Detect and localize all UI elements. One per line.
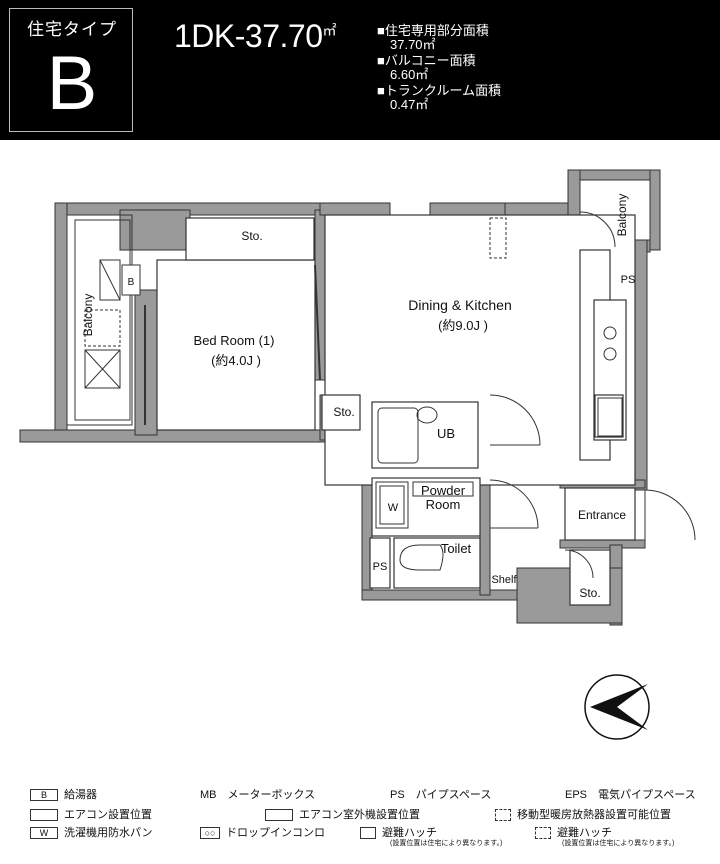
- label-dining: Dining & Kitchen: [408, 297, 512, 313]
- doors: [144, 211, 696, 579]
- legend-hatch1-note: (設置位置は住宅により異なります。): [390, 840, 503, 847]
- legend-ac-symbol: [30, 809, 58, 822]
- label-bedroom: Bed Room (1): [194, 333, 275, 348]
- unit-size-unit: ㎡: [322, 22, 336, 39]
- label-dining-size: (約9.0J ): [438, 318, 488, 333]
- legend-heater-symbol: [495, 809, 511, 822]
- legend-ps-label: パイプスペース: [415, 789, 492, 801]
- legend-eps-code: EPS: [565, 789, 588, 801]
- spec-trunk-label: ■トランクルーム面積: [377, 83, 502, 98]
- legend-mb-code: MB: [200, 789, 217, 801]
- legend-ps: PS パイプスペース: [390, 786, 491, 802]
- legend-hatch1-symbol: [360, 827, 376, 840]
- legend-hatch2-label: 避難ハッチ: [557, 827, 612, 839]
- header-band: 住宅タイプ B 1DK-37.70㎡ ■住宅専用部分面積 37.70㎡ ■バルコ…: [0, 0, 720, 140]
- legend-eps-label: 電気パイプスペース: [598, 789, 696, 801]
- legend-w-label: 洗濯機用防水パン: [64, 827, 153, 839]
- legend-hatch2: 避難ハッチ: [535, 824, 612, 840]
- legend-mb-label: メーターボックス: [227, 789, 316, 801]
- label-ps-bottom: PS: [373, 561, 388, 573]
- floor-plan-drawing: Sto. B Balcony Balcony Bed Room (1) (約4.…: [19, 169, 696, 740]
- legend-ac-out-label: エアコン室外機設置位置: [299, 809, 420, 821]
- legend-hatch1: 避難ハッチ: [360, 824, 437, 840]
- unit-type-letter: B: [46, 41, 98, 126]
- legend-ps-code: PS: [390, 789, 405, 801]
- north-compass: [584, 674, 650, 740]
- legend: B 給湯器 MB メーターボックス PS パイプスペース EPS 電気パイプスペー…: [0, 780, 720, 864]
- label-toilet: Toilet: [441, 541, 472, 556]
- label-powder-2: Room: [426, 497, 461, 512]
- label-ps-right: PS: [621, 274, 636, 286]
- legend-hatch2-note: (設置位置は住宅により異なります。): [562, 840, 675, 847]
- label-sto-top: Sto.: [241, 229, 262, 243]
- legend-ac-out: エアコン室外機設置位置: [265, 806, 420, 822]
- spec-trunk-value: 0.47㎡: [390, 97, 429, 112]
- left-balcony: [66, 214, 141, 426]
- legend-ac-out-symbol: [265, 809, 293, 822]
- label-balcony-right: Balcony: [615, 194, 629, 237]
- spec-exclusive-label: ■住宅専用部分面積: [377, 23, 489, 38]
- legend-eps: EPS 電気パイプスペース: [565, 786, 696, 802]
- label-powder: Powder: [421, 483, 466, 498]
- label-b-box: B: [128, 277, 135, 288]
- unit-size-text: 1DK-37.70: [174, 18, 323, 54]
- legend-b-label: 給湯器: [64, 789, 97, 801]
- legend-drop-label: ドロップインコンロ: [226, 827, 325, 839]
- legend-mb: MB メーターボックス: [200, 786, 315, 802]
- legend-hatch2-symbol: [535, 827, 551, 840]
- legend-heater: 移動型暖房放熱器設置可能位置: [495, 806, 671, 822]
- spec-balcony-value: 6.60㎡: [390, 67, 429, 82]
- kitchen-fixtures: [489, 217, 623, 437]
- spec-exclusive-value: 37.70㎡: [390, 37, 436, 52]
- bath-fixtures: [375, 406, 474, 571]
- label-entrance: Entrance: [578, 508, 626, 522]
- legend-drop: ○○ ドロップインコンロ: [200, 824, 325, 840]
- unit-type-label: 住宅タイプ: [27, 20, 117, 39]
- spec-balcony-label: ■バルコニー面積: [377, 53, 476, 68]
- legend-drop-symbol: ○○: [200, 827, 220, 840]
- label-ub: UB: [437, 426, 455, 441]
- label-shelf: Shelf: [491, 574, 517, 586]
- legend-b-code: B: [30, 789, 58, 802]
- label-balcony-left: Balcony: [81, 294, 95, 337]
- legend-hatch1-label: 避難ハッチ: [382, 827, 437, 839]
- legend-ac-label: エアコン設置位置: [64, 809, 152, 821]
- label-bedroom-size: (約4.0J ): [211, 353, 261, 368]
- label-w-box: W: [388, 502, 399, 514]
- unit-size-title: 1DK-37.70㎡: [174, 18, 336, 55]
- label-sto-mid: Sto.: [333, 405, 354, 419]
- legend-w-code: W: [30, 827, 58, 840]
- legend-heater-label: 移動型暖房放熱器設置可能位置: [517, 809, 671, 821]
- legend-w: W 洗濯機用防水パン: [30, 824, 153, 840]
- legend-ac: エアコン設置位置: [30, 806, 152, 822]
- room-outlines: [156, 214, 636, 606]
- unit-type-box: 住宅タイプ B: [9, 8, 133, 132]
- legend-b: B 給湯器: [30, 786, 97, 802]
- label-sto-bottom: Sto.: [579, 586, 600, 600]
